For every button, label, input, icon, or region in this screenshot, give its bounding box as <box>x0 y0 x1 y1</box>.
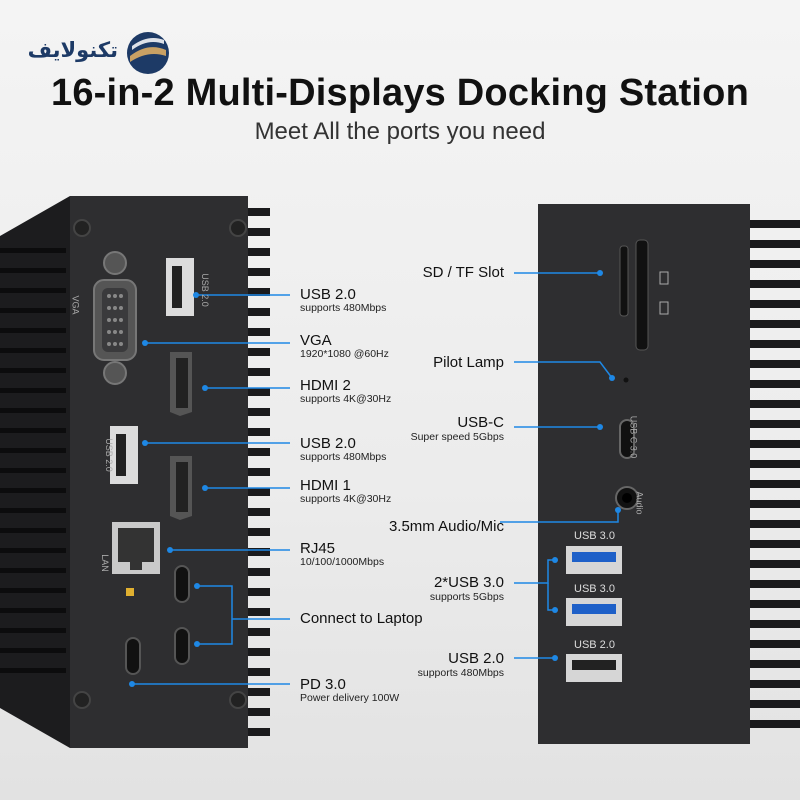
callout-hdmi2: HDMI 2 <box>300 377 351 394</box>
callout-usb30-detail: supports 5Gbps <box>429 591 504 603</box>
audio-tag: Audio <box>634 491 645 515</box>
usb20-right-tag: USB 2.0 <box>574 639 615 651</box>
callout-connect-laptop: Connect to Laptop <box>300 610 423 627</box>
callout-vga: VGA <box>300 332 332 349</box>
usb30-a-tag: USB 3.0 <box>574 530 615 542</box>
usbc-tag: USB C 3.0 <box>628 415 639 459</box>
callout-audio-mic: 3.5mm Audio/Mic <box>388 518 504 535</box>
callout-usb30: 2*USB 3.0 <box>433 574 504 591</box>
callout-hdmi1: HDMI 1 <box>300 477 351 494</box>
callout-usb20-top: USB 2.0 <box>300 286 356 303</box>
right-dock-device <box>500 204 800 744</box>
brand-name: تکنولایف <box>27 38 118 62</box>
callout-pd30-detail: Power delivery 100W <box>300 692 400 704</box>
callout-pilot-lamp: Pilot Lamp <box>433 354 504 371</box>
callout-vga-detail: 1920*1080 @60Hz <box>300 348 389 360</box>
page-title: 16-in-2 Multi-Displays Docking Station <box>50 72 750 114</box>
brand-logo: تکنولایف <box>27 30 174 76</box>
usb30-b-tag: USB 3.0 <box>574 583 615 595</box>
usb20-mid-tag: USB 2.0 <box>103 438 114 472</box>
callout-hdmi2-detail: supports 4K@30Hz <box>300 393 392 405</box>
page-subtitle: Meet All the ports you need <box>254 118 546 145</box>
callout-usb20-top-detail: supports 480Mbps <box>300 302 387 314</box>
usb20-top-tag: USB 2.0 <box>199 273 210 307</box>
callout-usb20-right: USB 2.0 <box>448 650 504 667</box>
callout-usb20-mid-detail: supports 480Mbps <box>300 451 387 463</box>
callout-usb20-mid: USB 2.0 <box>300 435 356 452</box>
callout-sd-tf: SD / TF Slot <box>422 264 504 281</box>
brand-logo-icon <box>127 32 169 74</box>
callout-usbc-detail: Super speed 5Gbps <box>410 431 504 443</box>
callout-rj45-detail: 10/100/1000Mbps <box>300 556 385 568</box>
callout-usbc: USB-C <box>457 414 504 431</box>
left-dock-device <box>0 196 290 748</box>
callout-usb20-right-detail: supports 480Mbps <box>417 667 504 679</box>
lan-tag: LAN <box>99 554 110 572</box>
callout-hdmi1-detail: supports 4K@30Hz <box>300 493 392 505</box>
callout-pd30: PD 3.0 <box>300 676 346 693</box>
callout-rj45: RJ45 <box>300 540 336 557</box>
vga-tag: VGA <box>70 295 81 315</box>
